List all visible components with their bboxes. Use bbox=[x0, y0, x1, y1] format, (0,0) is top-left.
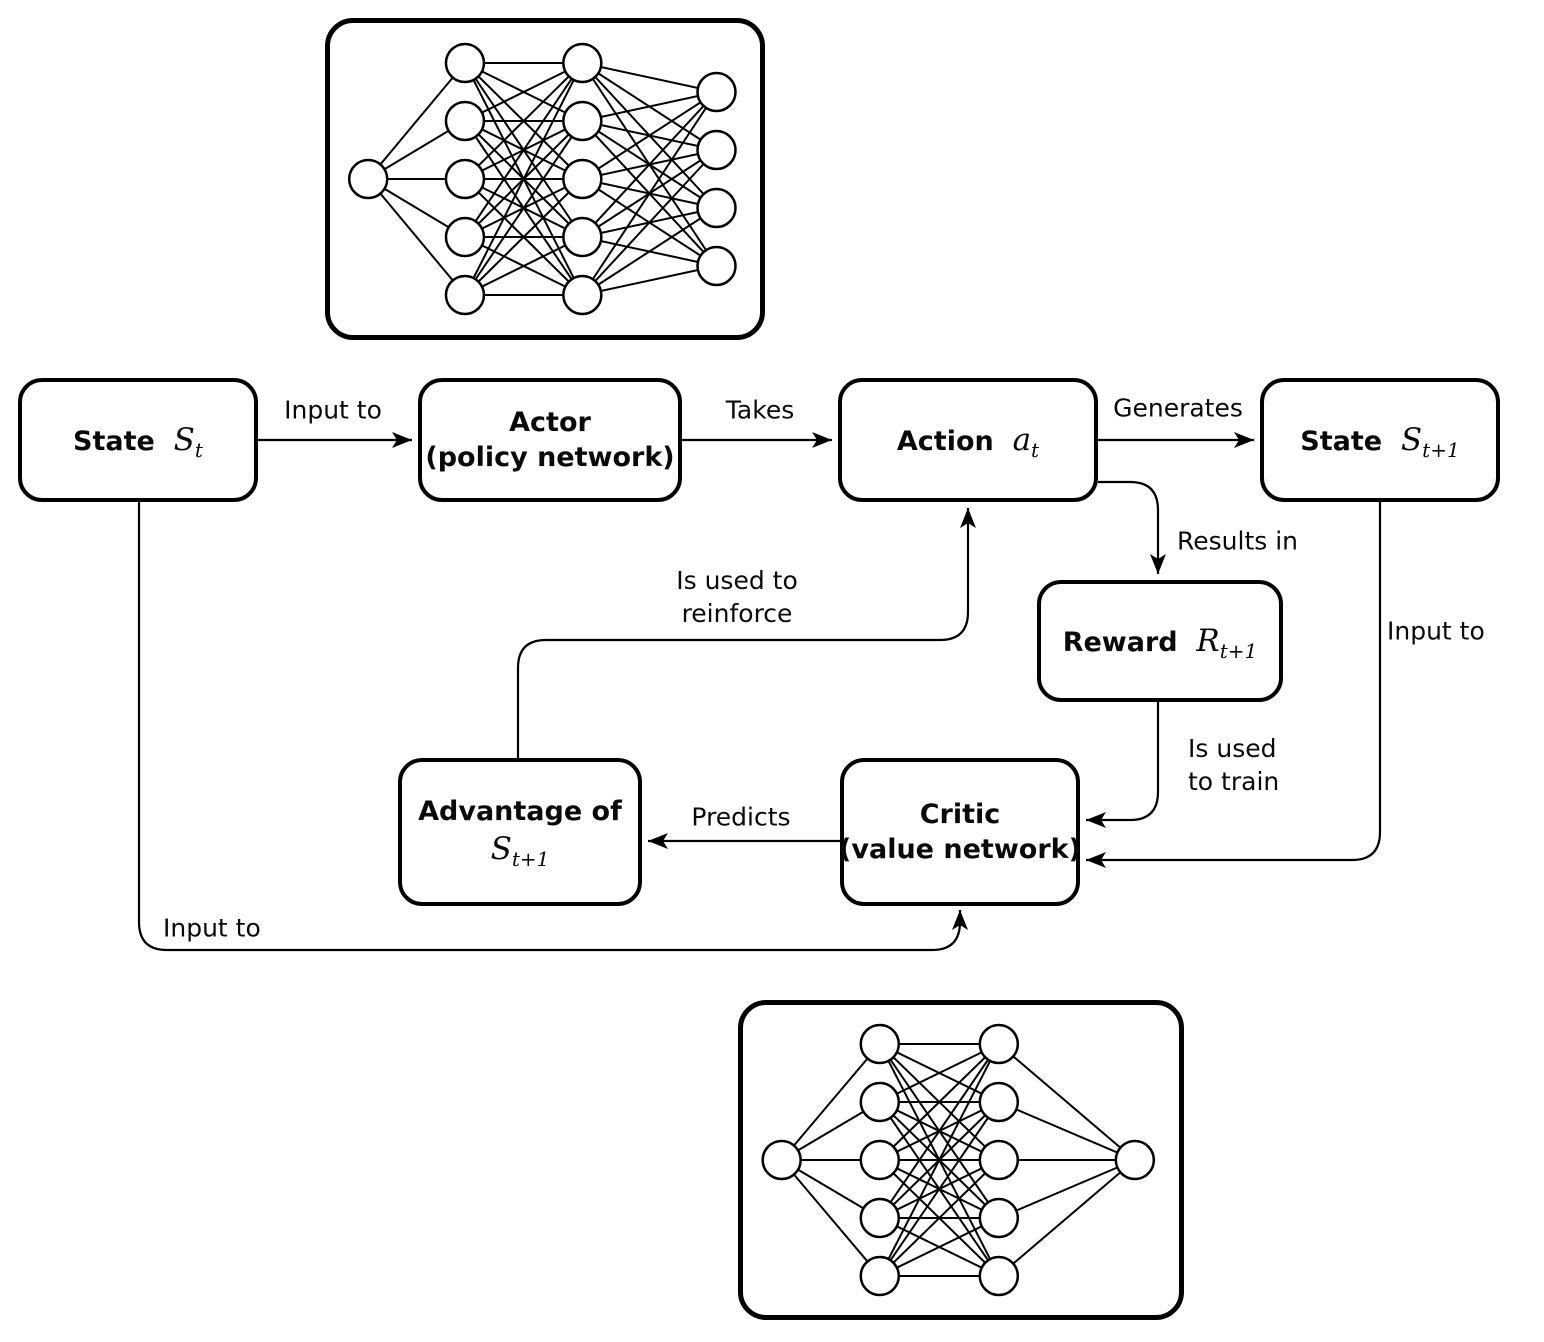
reward-symbol: Rt+1 bbox=[1196, 622, 1258, 664]
neuron-node bbox=[859, 1197, 901, 1239]
advantage-symbol-line: St+1 bbox=[491, 829, 550, 869]
actor-subtitle: (policy network) bbox=[425, 442, 675, 473]
neuron-node bbox=[1114, 1139, 1156, 1181]
edge-label-input-to-critic-right: Input to bbox=[1387, 616, 1485, 646]
edge-label-takes: Takes bbox=[725, 395, 795, 425]
neuron-node bbox=[978, 1255, 1020, 1297]
edge-label-results-in: Results in bbox=[1177, 526, 1299, 556]
edge-label-generates: Generates bbox=[1113, 393, 1243, 423]
advantage-box: Advantage of St+1 bbox=[398, 758, 642, 906]
neuron-node bbox=[696, 187, 737, 229]
neuron-node bbox=[859, 1023, 901, 1065]
critic-box: Critic (value network) bbox=[839, 758, 1081, 906]
actor-network-svg bbox=[347, 42, 737, 316]
action-box: Action at bbox=[838, 378, 1098, 502]
state-t1-symbol: St+1 bbox=[1400, 421, 1460, 463]
state-t-symbol: St bbox=[173, 421, 203, 463]
neuron-node bbox=[696, 129, 737, 171]
neuron-node bbox=[859, 1255, 901, 1297]
neuron-node bbox=[444, 100, 486, 142]
actor-title: Actor bbox=[509, 406, 591, 438]
critic-subtitle: (value network) bbox=[839, 834, 1081, 865]
arrow-reward-to-critic bbox=[1086, 702, 1160, 828]
neuron-node bbox=[562, 42, 603, 84]
reinforce-label-line1: Is used to bbox=[676, 566, 798, 595]
reward-box: Reward Rt+1 bbox=[1037, 580, 1283, 702]
edge-label-input-to-actor: Input to bbox=[284, 395, 382, 425]
reinforce-label-line2: reinforce bbox=[681, 599, 793, 628]
neuron-node bbox=[761, 1139, 802, 1181]
advantage-symbol: St+1 bbox=[490, 831, 550, 872]
edge-label-is-used-to-reinforce: Is used to reinforce bbox=[676, 564, 798, 630]
neuron-node bbox=[562, 216, 603, 258]
edge-label-input-to-critic-bottom: Input to bbox=[163, 913, 261, 943]
neuron-node bbox=[859, 1081, 901, 1123]
action-label: Action at bbox=[896, 421, 1040, 463]
train-label-line2: to train bbox=[1188, 767, 1280, 796]
arrow-advantage-to-action bbox=[516, 508, 976, 758]
edge-label-predicts: Predicts bbox=[691, 802, 791, 832]
critic-network-svg bbox=[761, 1023, 1156, 1297]
actor-neural-network-figure bbox=[325, 18, 765, 340]
neuron-node bbox=[562, 100, 603, 142]
neuron-node bbox=[978, 1197, 1020, 1239]
train-label-line1: Is used bbox=[1188, 734, 1277, 763]
neuron-node bbox=[978, 1139, 1020, 1181]
neuron-node bbox=[444, 274, 486, 316]
neuron-node bbox=[696, 245, 737, 287]
neuron-node bbox=[859, 1139, 901, 1181]
neuron-node bbox=[562, 274, 603, 316]
neuron-node bbox=[347, 158, 389, 200]
critic-title: Critic bbox=[919, 798, 1001, 830]
critic-neural-network-figure bbox=[738, 1000, 1184, 1320]
state-t1-label: State St+1 bbox=[1300, 421, 1460, 463]
state-t-label: State St bbox=[73, 421, 203, 463]
neuron-node bbox=[444, 216, 486, 258]
actor-box: Actor (policy network) bbox=[418, 378, 682, 502]
reward-label: Reward Rt+1 bbox=[1062, 622, 1258, 664]
neuron-node bbox=[978, 1081, 1020, 1123]
neuron-node bbox=[444, 42, 486, 84]
state-t-box: State St bbox=[18, 378, 258, 502]
neuron-node bbox=[696, 71, 737, 113]
neuron-node bbox=[978, 1023, 1020, 1065]
state-t1-box: State St+1 bbox=[1260, 378, 1500, 502]
action-symbol: at bbox=[1012, 421, 1040, 463]
advantage-title: Advantage of bbox=[418, 796, 622, 828]
edge-label-is-used-to-train: Is used to train bbox=[1188, 732, 1279, 798]
arrow-action-to-reward bbox=[1098, 480, 1166, 574]
neuron-node bbox=[444, 158, 486, 200]
neuron-node bbox=[562, 158, 603, 200]
